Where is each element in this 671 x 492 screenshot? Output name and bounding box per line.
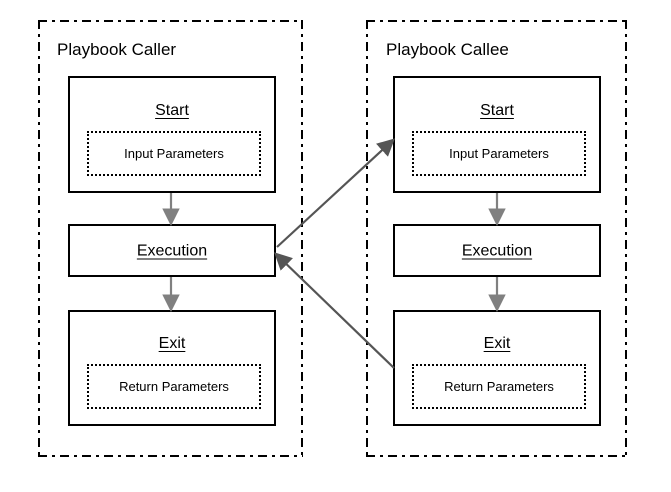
lane-caller-bottom-edge (38, 455, 303, 457)
node-caller-exit-title: Exit (158, 335, 186, 352)
node-callee-exit-title: Exit (483, 335, 511, 352)
param-label-callee-input: Input Parameters (449, 145, 549, 161)
lane-caller-right-edge (301, 20, 303, 457)
param-box-callee-input: Input Parameters (412, 131, 586, 176)
param-label-callee-return: Return Parameters (444, 378, 554, 394)
lane-callee-top-edge (366, 20, 627, 22)
node-callee-exit[interactable]: Exit Return Parameters (393, 310, 601, 426)
node-caller-execution-title: Execution (136, 242, 208, 259)
param-box-callee-return: Return Parameters (412, 364, 586, 409)
lane-caller-title: Playbook Caller (57, 40, 177, 59)
lane-callee-right-edge (625, 20, 627, 457)
lane-caller-top-edge (38, 20, 303, 22)
lane-caller-left-edge (38, 20, 40, 457)
node-callee-execution[interactable]: Execution (393, 224, 601, 277)
param-box-caller-input: Input Parameters (87, 131, 261, 176)
lane-callee-bottom-edge (366, 455, 627, 457)
lane-callee-title: Playbook Callee (386, 40, 509, 59)
lane-callee-left-edge (366, 20, 368, 457)
node-caller-execution[interactable]: Execution (68, 224, 276, 277)
node-caller-start[interactable]: Start Input Parameters (68, 76, 276, 193)
node-callee-start-title: Start (480, 102, 514, 119)
param-box-caller-return: Return Parameters (87, 364, 261, 409)
arrow-call-invoke (276, 138, 395, 248)
node-callee-execution-title: Execution (461, 242, 533, 259)
node-callee-start[interactable]: Start Input Parameters (393, 76, 601, 193)
node-caller-exit[interactable]: Exit Return Parameters (68, 310, 276, 426)
node-caller-start-title: Start (155, 102, 189, 119)
param-label-caller-input: Input Parameters (124, 145, 224, 161)
param-label-caller-return: Return Parameters (119, 378, 229, 394)
arrow-call-return (274, 252, 395, 369)
